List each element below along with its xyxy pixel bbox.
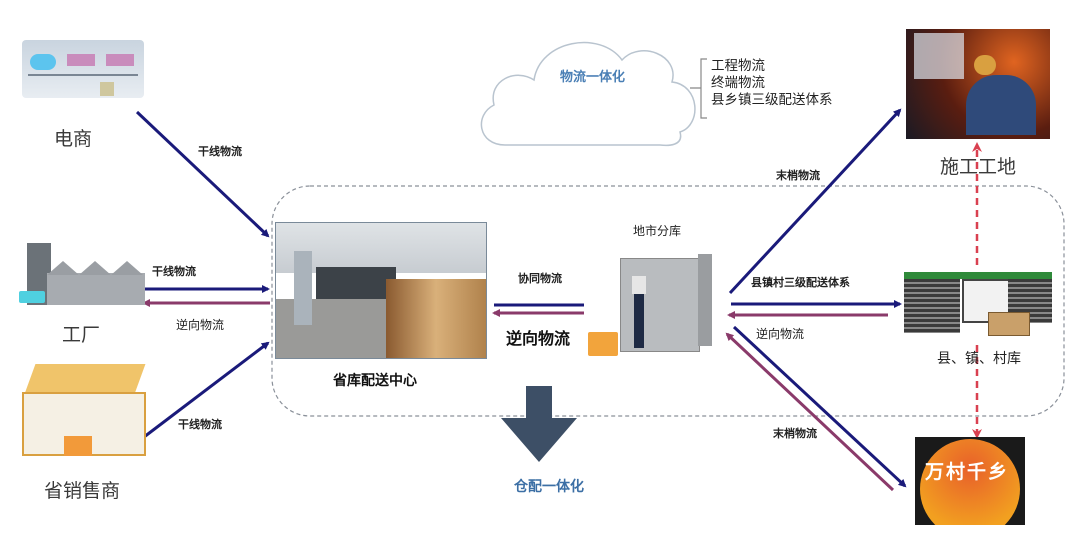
integration-boundary (271, 185, 1065, 417)
label-collaborative: 协同物流 (518, 272, 562, 285)
ecommerce-label: 电商 (54, 128, 93, 150)
cloud-items: 工程物流 终端物流 县乡镇三级配送体系 (711, 58, 833, 109)
city-warehouse-label: 地市分库 (633, 224, 682, 238)
label-three-level: 县镇村三级配送体系 (751, 276, 850, 289)
arrow-seller-trunk (143, 341, 270, 439)
construction-worker-photo (906, 29, 1050, 139)
parcel-locker-icon (620, 254, 712, 352)
label-seller-trunk: 干线物流 (178, 418, 222, 431)
garage-warehouse-icon (904, 272, 1052, 336)
factory-icon (17, 243, 145, 305)
arrow-last-mile-bottom-reverse (725, 332, 895, 492)
down-arrow (501, 386, 577, 462)
cloud-item: 工程物流 (711, 58, 765, 74)
county-warehouse-label: 县、镇、村库 (937, 351, 1021, 367)
label-factory-reverse: 逆向物流 (176, 318, 225, 332)
construction-site-label: 施工工地 (940, 156, 1017, 178)
cloud-item: 终端物流 (711, 75, 765, 91)
center-label: 省库配送中心 (333, 373, 417, 389)
cloud-item: 县乡镇三级配送体系 (711, 92, 833, 108)
parcel-box-icon (588, 332, 618, 356)
cloud-title: 物流一体化 (560, 70, 626, 85)
arrow-last-mile-top (728, 108, 902, 295)
arrow-last-mile-bottom-forward (732, 325, 907, 488)
village-logo-text: 万村千乡 (925, 461, 1010, 483)
seller-label: 省销售商 (44, 480, 121, 502)
label-last-mile-top: 末梢物流 (776, 169, 820, 182)
label-center-reverse: 逆向物流 (506, 329, 571, 348)
cloud-shape (480, 41, 696, 147)
warehouse-photo (275, 222, 487, 359)
factory-label: 工厂 (62, 324, 101, 346)
cloud-bracket (690, 58, 707, 119)
ecommerce-network-icon (22, 34, 144, 104)
arrow-ecommerce-trunk (135, 110, 270, 238)
label-last-mile-bottom: 末梢物流 (773, 427, 817, 440)
label-county-reverse: 逆向物流 (756, 327, 805, 341)
label-factory-trunk: 干线物流 (152, 265, 196, 278)
store-building-icon (22, 364, 146, 460)
integration-label: 仓配一体化 (514, 479, 584, 495)
label-ecommerce-trunk: 干线物流 (198, 145, 242, 158)
sunburst-logo: 万村千乡 (915, 437, 1025, 525)
